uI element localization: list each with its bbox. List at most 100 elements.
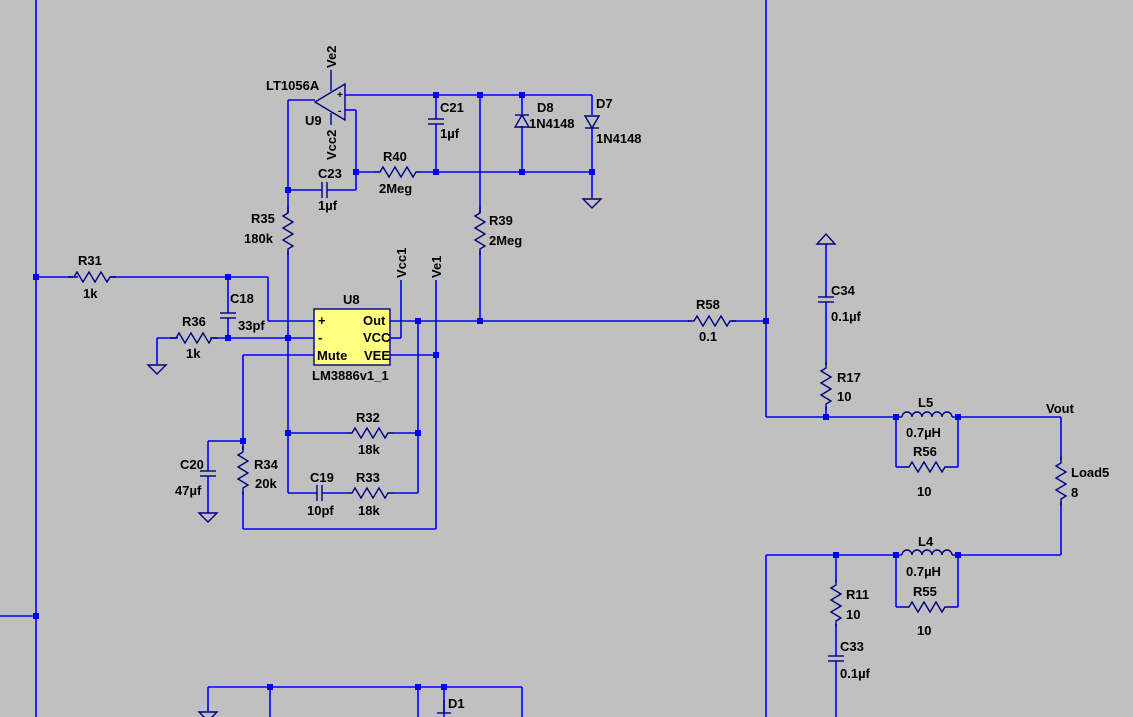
opamp-plus-pin: + — [337, 90, 343, 101]
l5-value: 0.7µH — [906, 425, 941, 440]
r32-ref: R32 — [356, 410, 380, 425]
ve1-net-label: Ve1 — [429, 256, 444, 278]
r39-ref: R39 — [489, 213, 513, 228]
wires — [0, 0, 1062, 717]
r36-value: 1k — [186, 346, 201, 361]
resistor-load5[interactable]: Load5 8 — [1055, 456, 1109, 506]
c18-ref: C18 — [230, 291, 254, 306]
d7-ref: D7 — [596, 96, 613, 111]
ground-bottom — [198, 711, 218, 717]
resistor-r32[interactable]: R32 18k — [345, 410, 395, 457]
inductor-l4[interactable]: L4 0.7µH — [901, 534, 953, 579]
capacitor-c34[interactable]: C34 0.1µf — [817, 283, 862, 324]
r56-value: 10 — [917, 484, 931, 499]
r33-ref: R33 — [356, 470, 380, 485]
load5-ref: Load5 — [1071, 465, 1109, 480]
resistor-r33[interactable]: R33 18k — [345, 470, 395, 518]
resistor-r11[interactable]: R11 10 — [830, 578, 869, 628]
vcc2-net-label: Vcc2 — [324, 130, 339, 160]
capacitor-c18[interactable]: C18 33pf — [219, 291, 265, 333]
c21-value: 1µf — [440, 126, 460, 141]
r40-value: 2Meg — [379, 181, 412, 196]
u8-pin-minus: - — [318, 330, 322, 345]
c33-value: 0.1µf — [840, 666, 871, 681]
r34-ref: R34 — [254, 457, 279, 472]
vcc1-net-label: Vcc1 — [394, 248, 409, 278]
resistor-r58[interactable]: R58 0.1 — [687, 297, 737, 344]
capacitor-c33[interactable]: C33 0.1µf — [827, 639, 871, 681]
resistor-r36[interactable]: R36 1k — [169, 314, 219, 361]
resistor-r35[interactable]: R35 180k — [244, 206, 294, 256]
r35-ref: R35 — [251, 211, 275, 226]
resistor-r55[interactable]: R55 10 — [902, 584, 952, 638]
capacitor-c19[interactable]: C19 10pf — [307, 470, 334, 518]
capacitor-c21[interactable]: C21 1µf — [427, 100, 464, 141]
c23-ref: C23 — [318, 166, 342, 181]
u8-model: LM3886v1_1 — [312, 368, 389, 383]
opamp-u9[interactable]: + - LT1056A U9 Ve2 Vcc2 — [266, 46, 346, 160]
ground-c20 — [198, 512, 218, 523]
diode-d8[interactable]: D8 1N4148 — [514, 100, 575, 131]
r32-value: 18k — [358, 442, 380, 457]
ground-c34 — [815, 232, 837, 245]
r55-value: 10 — [917, 623, 931, 638]
c19-value: 10pf — [307, 503, 334, 518]
r39-value: 2Meg — [489, 233, 522, 248]
l4-value: 0.7µH — [906, 564, 941, 579]
u8-pin-vcc: VCC — [363, 330, 391, 345]
d8-ref: D8 — [537, 100, 554, 115]
r17-ref: R17 — [837, 370, 861, 385]
r36-ref: R36 — [182, 314, 206, 329]
inductor-l5[interactable]: L5 0.7µH — [901, 395, 953, 440]
resistor-r34[interactable]: R34 20k — [237, 445, 279, 495]
ground-r36 — [147, 364, 167, 375]
c20-value: 47µf — [175, 483, 202, 498]
capacitor-c20[interactable]: C20 47µf — [175, 457, 217, 498]
vout-net-label: Vout — [1046, 401, 1075, 416]
ground-d7 — [582, 198, 602, 209]
amplifier-u8[interactable]: U8 LM3886v1_1 + - Mute Out VCC VEE — [312, 292, 391, 383]
r58-value: 0.1 — [699, 329, 717, 344]
c20-ref: C20 — [180, 457, 204, 472]
diode-d7[interactable]: D7 1N4148 — [584, 96, 642, 146]
d1-ref: D1 — [448, 696, 465, 711]
l4-ref: L4 — [918, 534, 934, 549]
r33-value: 18k — [358, 503, 380, 518]
ve2-net-label: Ve2 — [324, 46, 339, 68]
junction-dots — [33, 92, 961, 690]
u8-pin-vee: VEE — [364, 348, 390, 363]
load5-value: 8 — [1071, 485, 1078, 500]
r11-value: 10 — [846, 607, 860, 622]
capacitor-c23[interactable]: C23 1µf — [318, 166, 342, 213]
resistor-r56[interactable]: R56 10 — [902, 444, 952, 499]
opamp-minus-pin: - — [338, 106, 341, 117]
r34-value: 20k — [255, 476, 277, 491]
opamp-model-label: LT1056A — [266, 78, 320, 93]
r56-ref: R56 — [913, 444, 937, 459]
resistor-r17[interactable]: R17 10 — [820, 361, 861, 411]
c23-value: 1µf — [318, 198, 338, 213]
c33-ref: C33 — [840, 639, 864, 654]
u8-pin-out: Out — [363, 313, 386, 328]
r35-value: 180k — [244, 231, 274, 246]
opamp-ref-label: U9 — [305, 113, 322, 128]
d8-value: 1N4148 — [529, 116, 575, 131]
resistor-r39[interactable]: R39 2Meg — [474, 206, 522, 256]
c21-ref: C21 — [440, 100, 464, 115]
r17-value: 10 — [837, 389, 851, 404]
resistor-r31[interactable]: R31 1k — [67, 253, 117, 301]
r40-ref: R40 — [383, 149, 407, 164]
d7-value: 1N4148 — [596, 131, 642, 146]
u8-pin-plus: + — [318, 313, 326, 328]
r11-ref: R11 — [846, 587, 869, 602]
c18-value: 33pf — [238, 318, 265, 333]
c19-ref: C19 — [310, 470, 334, 485]
l5-ref: L5 — [918, 395, 933, 410]
resistor-r40[interactable]: R40 2Meg — [373, 149, 423, 196]
r55-ref: R55 — [913, 584, 937, 599]
u8-pin-mute: Mute — [317, 348, 347, 363]
diode-d1[interactable]: D1 — [437, 696, 465, 714]
c34-ref: C34 — [831, 283, 856, 298]
r31-value: 1k — [83, 286, 98, 301]
